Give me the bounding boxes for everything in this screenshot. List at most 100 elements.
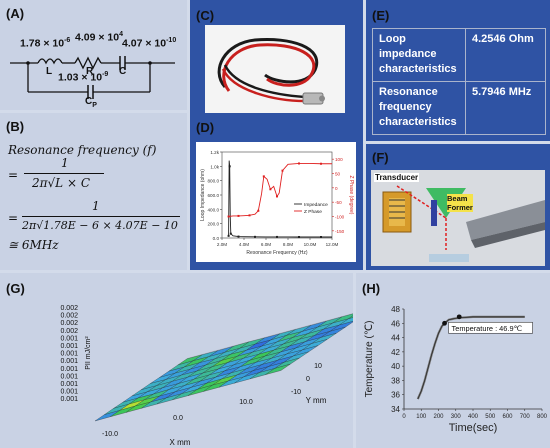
- panel-a-label: (A): [6, 6, 25, 21]
- annotation-text: Temperature : 46.9℃: [452, 324, 522, 333]
- resistor-r: [74, 56, 102, 70]
- y-tick-label: 0.0: [213, 236, 220, 241]
- x-tick-label: 300: [451, 414, 462, 420]
- data-point: [227, 215, 230, 218]
- inductor-l: [37, 58, 63, 65]
- data-point: [227, 234, 230, 237]
- data-point: [254, 235, 256, 238]
- panel-c-label: (C): [196, 8, 215, 23]
- cable-photo: [205, 25, 345, 113]
- data-point: [248, 214, 251, 217]
- data-point: [269, 188, 272, 191]
- fraction-bar-2: [22, 216, 180, 217]
- panel-b: (B) Resonance frequency (f) = 1 2π√L × C…: [0, 113, 187, 270]
- x-tick-label: 600: [502, 414, 513, 420]
- z-tick-label: 0.001: [60, 373, 78, 380]
- panel-f-label: (F): [372, 150, 389, 165]
- beam-former-label: Beam Former: [447, 194, 473, 212]
- x-tick-label: 400: [468, 414, 479, 420]
- panel-d-label: (D): [196, 120, 215, 135]
- r-symbol: R: [86, 66, 94, 77]
- panel-b-label: (B): [6, 119, 25, 134]
- z-tick-label: 0.001: [60, 396, 78, 403]
- x-tick-label: 10.0: [239, 399, 253, 406]
- impedance-chart: 0.0200.0400.0600.0800.01.0k1.2k100500-50…: [200, 150, 354, 256]
- equation-title: Resonance frequency (f): [8, 143, 157, 157]
- table-row: Loop impedance characteristics 4.2546 Oh…: [372, 28, 546, 82]
- data-marker: [442, 320, 447, 326]
- y2-tick-label: -150: [335, 229, 345, 234]
- data-point: [276, 235, 278, 238]
- data-point: [237, 214, 240, 217]
- y-tick-label: 800.0: [208, 179, 220, 184]
- panel-e: (E) Loop impedance characteristics 4.254…: [366, 0, 550, 141]
- y-axis-label: Temperature (℃): [364, 321, 375, 398]
- table-row: Resonance frequency characteristics 5.79…: [372, 81, 546, 135]
- data-point: [257, 209, 260, 212]
- denominator-2: 2π√1.78E − 6 × 4.07E − 10: [22, 219, 178, 232]
- floor-grid-line: [94, 370, 282, 422]
- panel-f: (F) Transducer Beam Former: [366, 144, 550, 270]
- y-tick-label: 200.0: [208, 222, 220, 227]
- y-axis-label: Loop Impedance (ohm): [200, 169, 206, 221]
- y-tick-label: 600.0: [208, 193, 220, 198]
- cp-symbol: CP: [85, 96, 97, 109]
- y-axis-label: Y mm: [306, 396, 327, 405]
- data-marker: [456, 314, 462, 320]
- equivalent-circuit: [10, 56, 175, 99]
- row-name: Loop impedance characteristics: [372, 28, 466, 82]
- characteristics-table: Loop impedance characteristics 4.2546 Oh…: [372, 28, 546, 135]
- z-tick-label: 0.002: [60, 305, 78, 312]
- x-tick-label: 500: [485, 414, 496, 420]
- y-tick-label: -10: [291, 389, 301, 396]
- x-tick-label: 8.0M: [283, 242, 293, 247]
- y2-axis-label: Z Phase (degree): [348, 176, 354, 215]
- y-tick-label: 1.2k: [210, 150, 219, 155]
- z-tick-label: 0.001: [60, 366, 78, 373]
- l-symbol: L: [46, 66, 53, 77]
- simulation-view: Transducer Beam Former: [371, 170, 545, 266]
- panel-g-label: (G): [6, 281, 25, 296]
- wall-grid-line: [186, 313, 353, 359]
- c-value: 4.07 × 10-10: [122, 37, 177, 50]
- annotation-box: [448, 321, 533, 334]
- transducer-label: Transducer: [374, 173, 420, 182]
- x-tick-label: 12.0M: [326, 242, 339, 247]
- y2-tick-label: -50: [335, 200, 342, 205]
- y2-tick-label: 0: [335, 186, 338, 191]
- numerator-2: 1: [92, 199, 100, 213]
- y-tick-label: 1.0k: [210, 164, 219, 169]
- y-tick-label: 38: [391, 376, 400, 385]
- y-tick-label: 0: [306, 376, 310, 383]
- series-line-z-phase: [228, 163, 332, 217]
- y-tick-label: 40: [391, 362, 400, 371]
- data-point: [262, 175, 265, 178]
- x-tick-label: 800: [537, 414, 548, 420]
- data-point: [229, 232, 232, 235]
- data-point: [237, 235, 240, 238]
- z-tick-label: 0.002: [60, 320, 78, 327]
- x-axis-label: Resonance Frequency (Hz): [246, 250, 307, 256]
- data-point: [276, 195, 278, 198]
- z-tick-label: 0.001: [60, 335, 78, 342]
- legend-label: Impedance: [304, 202, 328, 208]
- z-tick-label: 0.002: [60, 328, 78, 335]
- row-value: 5.7946 MHz: [465, 81, 546, 135]
- x-tick-label: 6.0M: [261, 242, 271, 247]
- y-tick-label: 10: [314, 363, 322, 370]
- y2-tick-label: 50: [335, 172, 341, 177]
- numerator-1: 1: [61, 156, 69, 170]
- l-value: 1.78 × 10-6: [20, 37, 71, 50]
- x-tick-label: 0: [402, 414, 406, 420]
- z-tick-label: 0.001: [60, 351, 78, 358]
- y-tick-label: 36: [391, 391, 400, 400]
- y-tick-label: 48: [391, 305, 400, 314]
- data-point: [320, 235, 322, 238]
- z-tick-label: 0.001: [60, 381, 78, 388]
- data-point: [228, 165, 231, 168]
- y-tick-label: 34: [391, 405, 400, 414]
- x-tick-label: -10.0: [102, 431, 118, 438]
